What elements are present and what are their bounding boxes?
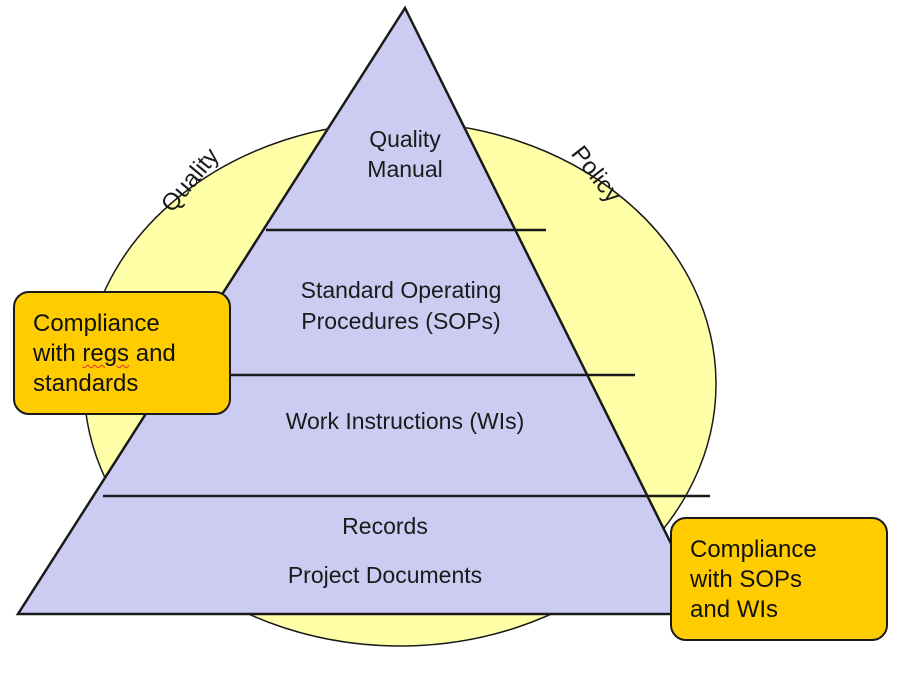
level-label-line: Work Instructions (WIs) <box>286 408 525 434</box>
level-label-line: Project Documents <box>288 562 482 588</box>
callout-line: Compliance <box>33 310 160 337</box>
callout-line: Compliance <box>690 536 817 563</box>
callout-line: with SOPs <box>690 566 803 593</box>
level-label-line: Quality <box>369 126 441 152</box>
callout-word: and <box>129 340 176 367</box>
pyramid-level-work-instructions: Work Instructions (WIs) <box>286 408 525 434</box>
level-label-line: Standard Operating <box>301 277 502 303</box>
level-label-line: Procedures (SOPs) <box>301 308 500 334</box>
level-label-line: Records <box>342 513 428 539</box>
callout-line: with regs and <box>33 339 211 369</box>
level-label-line: Manual <box>367 156 442 182</box>
callout-compliance-regs: Compliance with regs and standards <box>13 291 231 415</box>
callout-word: with <box>33 340 83 367</box>
callout-compliance-sops: Compliance with SOPs and WIs <box>670 517 888 641</box>
pyramid-level-quality-manual: Quality Manual <box>367 126 442 182</box>
callout-line: standards <box>33 370 139 397</box>
callout-line: and WIs <box>690 596 779 623</box>
pyramid-level-sops: Standard Operating Procedures (SOPs) <box>301 277 502 334</box>
spellcheck-word: regs <box>82 340 130 367</box>
pyramid-level-records: Records Project Documents <box>288 513 482 588</box>
